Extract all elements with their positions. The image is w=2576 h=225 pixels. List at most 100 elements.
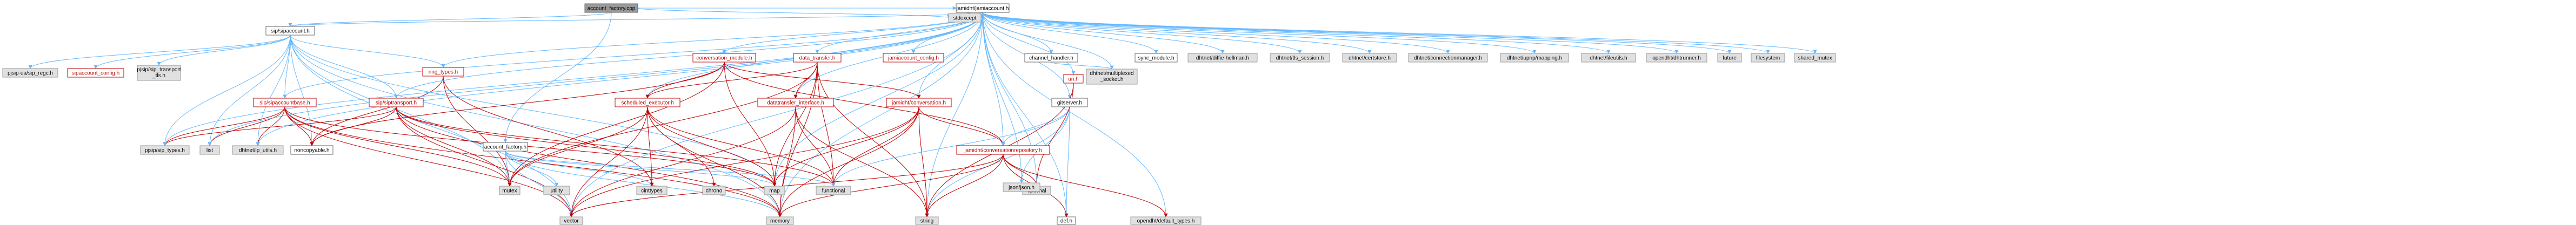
node-def-h[interactable]: def.h <box>1057 216 1076 225</box>
edge-jamidht-jamiaccount-h-to-sip-siptransport-h <box>394 12 983 99</box>
node-box <box>764 186 785 195</box>
edge-jamidht-jamiaccount-h-to-conversation-module-h <box>722 12 983 54</box>
edge-sip-sipaccountbase-h-to-vector <box>284 106 573 217</box>
node-account-factory-cpp[interactable]: account_factory.cpp <box>584 3 638 13</box>
edge-line <box>508 62 818 187</box>
edge-account-factory-cpp-to-sip-sipaccount-h <box>288 12 612 27</box>
node-sync-module-h[interactable]: sync_module.h <box>1134 53 1178 63</box>
edge-sip-sipaccount-h-to-memory <box>290 35 782 217</box>
node-datatransfer-interface-h[interactable]: datatransfer_interface.h <box>757 98 834 107</box>
node-box <box>1342 53 1397 63</box>
node-chrono: chrono <box>702 186 726 195</box>
node-label: shared_mutex <box>1798 56 1832 62</box>
edge-scheduled-executor-h-to-functional <box>647 106 836 187</box>
node-scheduled-executor-h[interactable]: scheduled_executor.h <box>615 98 680 107</box>
node-box <box>702 186 726 195</box>
edge-conversation-module-h-to-mutex <box>508 62 725 187</box>
node-jamidht-conversation-h[interactable]: jamidht/conversation.h <box>886 98 952 107</box>
node-dhtnet-connectionmanager-h: dhtnet/connectionmanager.h <box>1408 53 1488 63</box>
edge-jamidht-conversation-h-to-jamidht-conversationrepository-h <box>918 106 1005 146</box>
node-box <box>499 186 520 195</box>
node-gitserver-h[interactable]: gitserver.h <box>1051 98 1088 107</box>
edge-jamidht-jamiaccount-h-to-dhtnet-connectionmanager-h <box>982 12 1450 54</box>
edge-data-transfer-h-to-memory <box>778 62 818 217</box>
node-label: map <box>769 188 780 194</box>
node-sip-siptransport-h[interactable]: sip/siptransport.h <box>369 98 424 107</box>
edge-line <box>290 35 782 217</box>
node-string: string <box>915 216 939 225</box>
edge-line <box>1003 154 1168 217</box>
node-label: json/json.h <box>1008 185 1035 191</box>
edge-jamidht-jamiaccount-h-to-shared-mutex <box>982 12 1817 54</box>
edge-line <box>724 62 921 99</box>
node-ring-types-h[interactable]: ring_types.h <box>422 67 464 77</box>
node-noncopyable-h[interactable]: noncopyable.h <box>290 145 333 155</box>
node-box <box>140 145 190 155</box>
node-label: opendht/default_types.h <box>1137 219 1195 224</box>
edge-line <box>394 12 983 99</box>
edge-jamidht-jamiaccount-h-to-opendht-dhtrunner-h <box>982 12 1679 54</box>
edge-jamidht-conversation-h-to-string <box>918 106 929 217</box>
edge-sip-sipaccount-h-to-sip-siptransport-h <box>290 35 398 99</box>
edge-conversation-module-h-to-jamidht-conversation-h <box>724 62 921 99</box>
edge-jamidht-conversationrepository-h-to-string <box>925 154 1004 217</box>
edge-line <box>289 12 983 27</box>
node-box <box>584 3 638 13</box>
edge-line <box>290 35 777 187</box>
edge-account-factory-h-to-utility <box>505 151 559 187</box>
node-box <box>1581 53 1636 63</box>
edge-data-transfer-h-to-string <box>817 62 929 217</box>
edge-jamidht-conversation-h-to-map <box>772 106 919 187</box>
node-uri-h[interactable]: uri.h <box>1063 74 1084 84</box>
node-label: jamidht/conversation.h <box>891 100 946 106</box>
node-label: datatransfer_interface.h <box>767 100 824 106</box>
edge-line <box>647 106 782 217</box>
node-jamidht-jamiaccount-h[interactable]: jamidht/jamiaccount.h <box>956 3 1010 13</box>
node-sip-sipaccount-h[interactable]: sip/sipaccount.h <box>265 26 315 36</box>
edge-sip-siptransport-h-to-pjsip-sip-types-h <box>163 106 397 146</box>
node-channel-handler-h[interactable]: channel_handler.h <box>1024 53 1078 63</box>
node-label: list <box>206 148 213 154</box>
edge-line <box>918 106 1005 146</box>
edge-line <box>772 12 983 187</box>
edge-line <box>1019 106 1070 183</box>
node-label: def.h <box>1060 219 1072 224</box>
node-sipaccount-config-h[interactable]: sipaccount_config.h <box>67 68 124 78</box>
edge-line <box>724 62 1005 146</box>
edge-line <box>505 151 777 187</box>
node-jamiaccount-config-h[interactable]: jamiaccount_config.h <box>883 53 944 63</box>
edge-jamidht-jamiaccount-h-to-dhtnet-tls-session-h <box>982 12 1302 54</box>
edge-line <box>925 12 983 217</box>
node-account-factory-h[interactable]: account_factory.h <box>483 142 528 152</box>
node-box <box>886 98 952 107</box>
edge-line <box>982 12 1611 54</box>
edge-account-factory-cpp-to-stdexcept <box>637 8 951 18</box>
edge-line <box>982 12 1537 54</box>
node-label: dhtnet/diffie-hellman.h <box>1196 56 1249 62</box>
node-conversation-module-h[interactable]: conversation_module.h <box>692 53 756 63</box>
edge-gitserver-h-to-jamidht-conversationrepository-h <box>1001 106 1070 146</box>
edge-line <box>569 154 1004 217</box>
node-mutex: mutex <box>499 186 520 195</box>
edge-scheduled-executor-h-to-cinttypes <box>647 106 654 187</box>
edge-line <box>982 12 1372 54</box>
node-box <box>636 186 668 195</box>
node-label: gitserver.h <box>1057 100 1082 106</box>
node-box <box>265 26 315 36</box>
node-pjsip-sip-types-h: pjsip/sip_types.h <box>140 145 190 155</box>
edge-line <box>831 106 919 187</box>
node-data-transfer-h[interactable]: data_transfer.h <box>793 53 842 63</box>
edge-line <box>163 106 285 146</box>
node-label: functional <box>822 188 845 194</box>
edge-line <box>288 12 612 27</box>
edge-line <box>310 62 725 146</box>
edge-line <box>396 106 512 187</box>
edge-jamidht-jamiaccount-h-to-dhtnet-multiplexed-socket-h <box>982 12 1114 70</box>
node-box <box>956 145 1050 155</box>
node-sip-sipaccountbase-h[interactable]: sip/sipaccountbase.h <box>253 98 317 107</box>
edge-gitserver-h-to-def-h <box>1064 106 1070 217</box>
node-jamidht-conversationrepository-h[interactable]: jamidht/conversationrepository.h <box>956 145 1050 155</box>
node-box <box>948 13 982 23</box>
edge-line <box>290 35 512 187</box>
